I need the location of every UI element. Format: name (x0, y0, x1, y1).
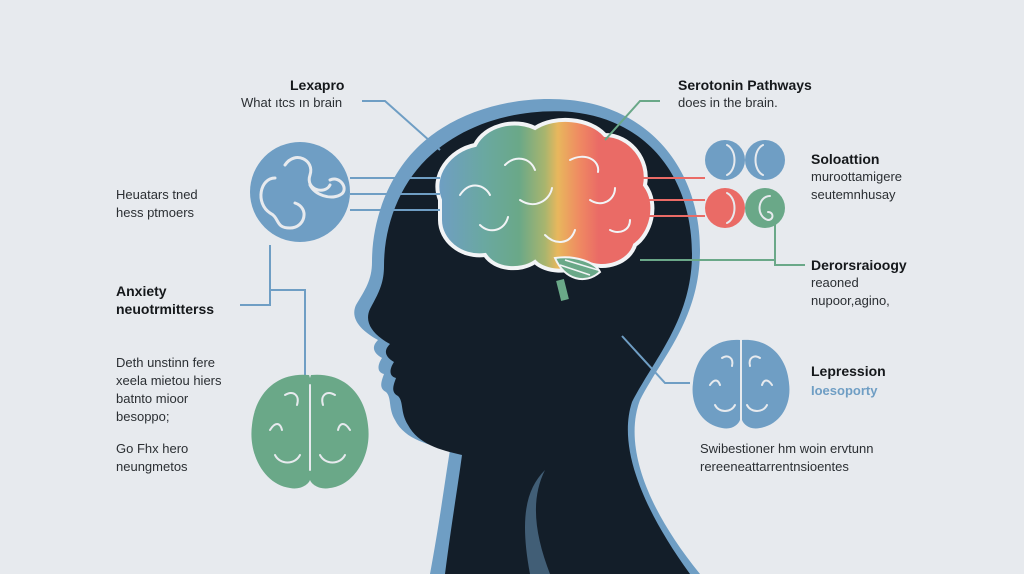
serotonin-title: Serotonin Pathways (678, 77, 812, 93)
swibestione-line1: Swibestioner hm woin ervtunn (700, 441, 874, 456)
lexapro-title: Lexapro (290, 77, 345, 93)
swibestione-line2: rereeneattarrentnsioentes (700, 459, 849, 474)
gofhx-line1: Go Fhx hero (116, 441, 189, 456)
derorsraioogy-line1: reaoned (811, 275, 859, 290)
brain-swirl-icon (250, 142, 350, 242)
gofhx-line2: neungmetos (116, 459, 188, 474)
soloattion-title: Soloattion (811, 151, 880, 167)
lepression-subtitle: Ioesoporty (811, 383, 878, 398)
green-brain-icon (251, 374, 369, 489)
serotonin-subtitle: does in the brain. (678, 95, 778, 110)
soloattion-line2: seutemnhusay (811, 187, 896, 202)
anxiety-subtitle: neuotrmitterss (116, 301, 215, 317)
anxiety-title: Anxiety (116, 283, 167, 299)
deth-line2: xeela mietou hiers (116, 373, 222, 388)
receptor-icons (705, 140, 785, 228)
brain-in-head (435, 117, 655, 301)
derorsraioogy-line2: nupoor,agino, (811, 293, 890, 308)
heuatars-line1: Heuatars tned (116, 187, 198, 202)
lexapro-subtitle: What ıtcs ın brain (241, 95, 343, 110)
soloattion-line1: muroottamigere (811, 169, 903, 184)
deth-line4: besoppo; (116, 409, 170, 424)
blue-brain-icon (692, 339, 790, 429)
heuatars-line2: hess ptmoers (116, 205, 195, 220)
derorsraioogy-title: Derorsraioogy (811, 257, 907, 273)
connectors (240, 100, 805, 390)
deth-line3: batnto mioor (116, 391, 189, 406)
lepression-title: Lepression (811, 363, 886, 379)
deth-line1: Deth unstinn fere (116, 355, 216, 370)
